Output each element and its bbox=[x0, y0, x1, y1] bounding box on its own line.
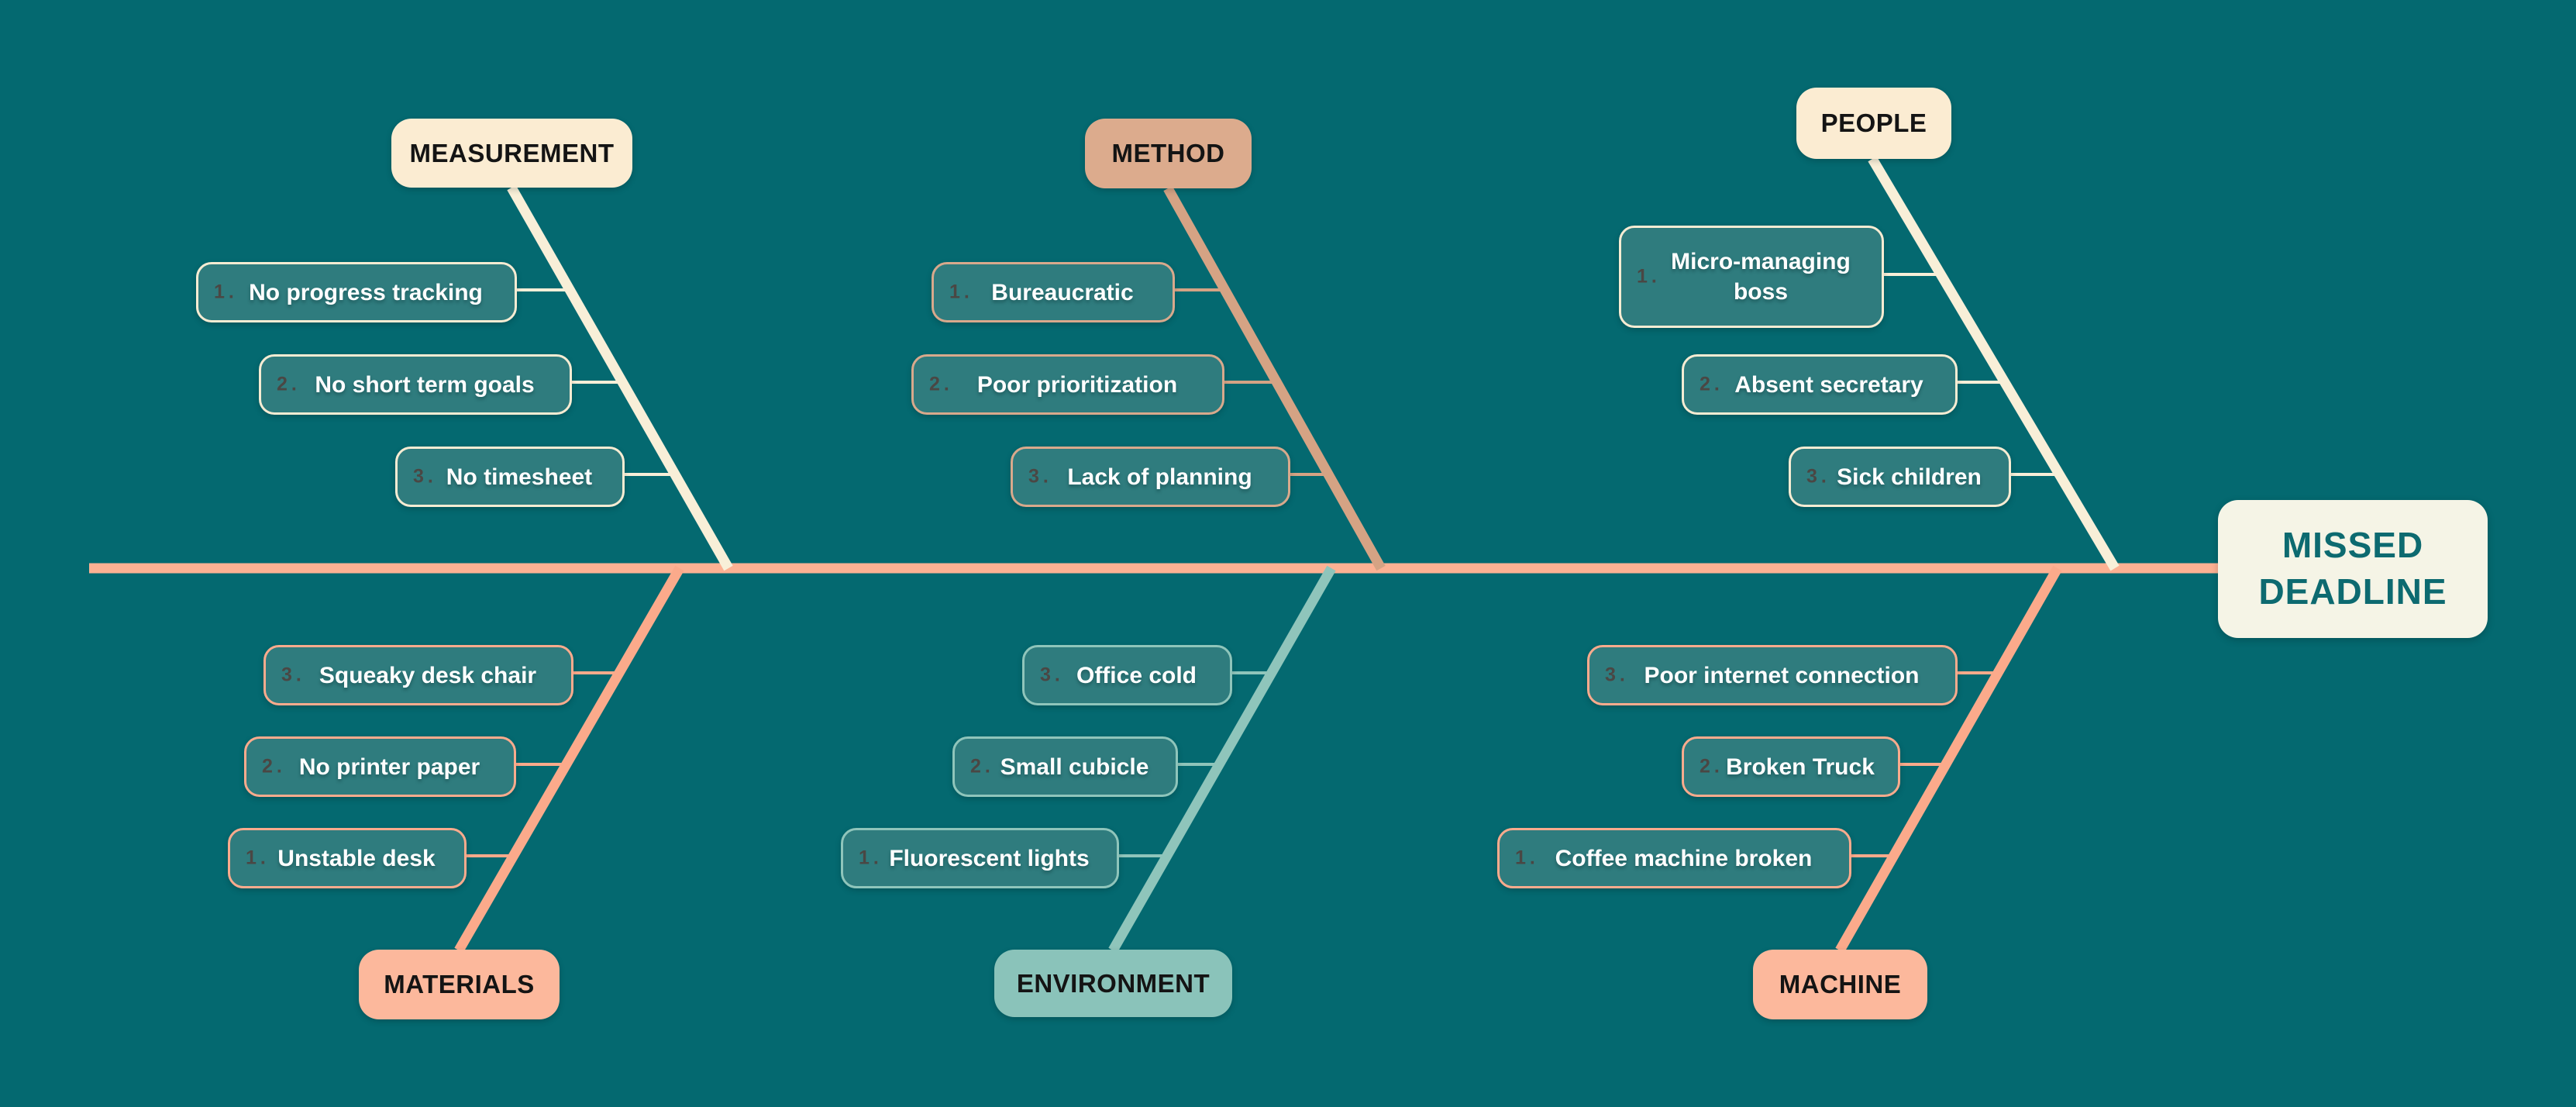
cause-office-cold[interactable]: 3. Office cold bbox=[1022, 645, 1232, 705]
cause-number: 2. bbox=[277, 373, 301, 395]
category-materials[interactable]: MATERIALS bbox=[359, 950, 560, 1019]
cause-broken-truck[interactable]: 2. Broken Truck bbox=[1682, 736, 1900, 797]
cause-number: 1. bbox=[859, 847, 883, 869]
cause-number: 1. bbox=[1515, 847, 1539, 869]
cause-number: 1. bbox=[1637, 265, 1661, 288]
people-branch-line bbox=[1868, 156, 2120, 571]
cause-sick-children[interactable]: 3. Sick children bbox=[1789, 447, 2011, 507]
cause-number: 3. bbox=[1040, 664, 1064, 686]
cause-label: Broken Truck bbox=[1726, 754, 1875, 780]
cause-label: Office cold bbox=[1076, 662, 1197, 688]
cause-unstable-desk[interactable]: 1. Unstable desk bbox=[228, 828, 467, 888]
cause-no-printer-paper[interactable]: 2. No printer paper bbox=[244, 736, 516, 797]
cause-no-timesheet[interactable]: 3. No timesheet bbox=[395, 447, 625, 507]
cause-number: 2. bbox=[1700, 373, 1724, 395]
cause-number: 2. bbox=[262, 755, 286, 778]
effect-label: MISSED DEADLINE bbox=[2258, 525, 2447, 612]
cause-label: No short term goals bbox=[315, 371, 535, 398]
cause-label: Unstable desk bbox=[277, 845, 436, 871]
cause-label: Micro-managing boss bbox=[1671, 249, 1851, 305]
cause-label: No timesheet bbox=[446, 464, 593, 490]
cause-no-short-term-goals[interactable]: 2. No short term goals bbox=[259, 354, 572, 415]
cause-lack-of-planning[interactable]: 3. Lack of planning bbox=[1011, 447, 1290, 507]
cause-number: 1. bbox=[246, 847, 270, 869]
cause-number: 2. bbox=[1700, 755, 1724, 778]
cause-label: No printer paper bbox=[298, 754, 480, 780]
category-people[interactable]: PEOPLE bbox=[1796, 88, 1951, 159]
cause-coffee-machine-broken[interactable]: 1. Coffee machine broken bbox=[1497, 828, 1851, 888]
category-environment[interactable]: ENVIRONMENT bbox=[994, 950, 1232, 1017]
cause-small-cubicle[interactable]: 2. Small cubicle bbox=[952, 736, 1178, 797]
cause-fluorescent-lights[interactable]: 1. Fluorescent lights bbox=[841, 828, 1119, 888]
effect-box[interactable]: MISSED DEADLINE bbox=[2218, 500, 2488, 638]
cause-label: No progress tracking bbox=[249, 279, 483, 305]
cause-number: 3. bbox=[1806, 465, 1830, 488]
method-branch-line bbox=[1163, 185, 1386, 571]
cause-label: Poor prioritization bbox=[976, 371, 1178, 398]
cause-number: 1. bbox=[214, 281, 238, 303]
cause-label: Lack of planning bbox=[1067, 464, 1252, 490]
environment-branch-line bbox=[1108, 565, 1336, 954]
cause-label: Coffee machine broken bbox=[1555, 845, 1813, 871]
cause-label: Sick children bbox=[1837, 464, 1982, 490]
cause-poor-prioritization[interactable]: 2. Poor prioritization bbox=[911, 354, 1224, 415]
cause-bureaucratic[interactable]: 1. Bureaucratic bbox=[932, 262, 1175, 322]
cause-label: Small cubicle bbox=[1000, 754, 1149, 780]
category-machine[interactable]: MACHINE bbox=[1753, 950, 1927, 1019]
cause-number: 3. bbox=[1605, 664, 1629, 686]
category-measurement[interactable]: MEASUREMENT bbox=[391, 119, 632, 188]
cause-number: 3. bbox=[281, 664, 305, 686]
category-method[interactable]: METHOD bbox=[1085, 119, 1252, 188]
machine-branch-line bbox=[1835, 565, 2062, 954]
measurement-branch-line bbox=[507, 184, 733, 571]
cause-absent-secretary[interactable]: 2. Absent secretary bbox=[1682, 354, 1958, 415]
cause-label: Poor internet connection bbox=[1644, 662, 1920, 688]
cause-number: 1. bbox=[949, 281, 973, 303]
cause-squeaky-desk-chair[interactable]: 3. Squeaky desk chair bbox=[263, 645, 573, 705]
cause-poor-internet-connection[interactable]: 3. Poor internet connection bbox=[1587, 645, 1958, 705]
cause-label: Bureaucratic bbox=[991, 279, 1134, 305]
cause-number: 3. bbox=[413, 465, 437, 488]
cause-label: Squeaky desk chair bbox=[319, 662, 537, 688]
cause-number: 2. bbox=[970, 755, 994, 778]
cause-micro-managing-boss[interactable]: 1. Micro-managing boss bbox=[1619, 226, 1884, 328]
cause-no-progress-tracking[interactable]: 1. No progress tracking bbox=[196, 262, 517, 322]
materials-branch-line bbox=[454, 565, 684, 954]
cause-label: Fluorescent lights bbox=[889, 845, 1090, 871]
cause-label: Absent secretary bbox=[1734, 371, 1923, 398]
cause-number: 3. bbox=[1028, 465, 1052, 488]
cause-number: 2. bbox=[929, 373, 953, 395]
